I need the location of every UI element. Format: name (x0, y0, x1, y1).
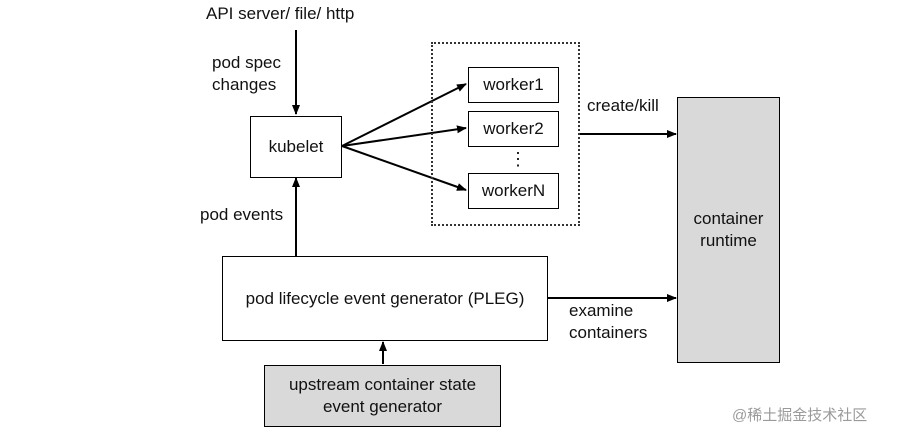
upstream-event-generator-box: upstream container state event generator (264, 365, 501, 427)
worker-ellipsis: ⋮ (509, 149, 527, 169)
pod-spec-label-line2: changes (212, 75, 277, 94)
examine-label-line1: examine (569, 301, 634, 320)
source-label: API server/ file/ http (206, 4, 355, 23)
pleg-box: pod lifecycle event generator (PLEG) (222, 256, 548, 341)
arrow-kubelet-to-worker1 (341, 83, 467, 147)
worker-pool-group (431, 42, 580, 226)
worker2-label: worker2 (483, 119, 544, 138)
create-kill-label: create/kill (587, 96, 659, 115)
container-runtime-box: container runtime (677, 97, 780, 363)
runtime-label-line2: runtime (700, 231, 757, 250)
worker2-box: worker2 (468, 111, 559, 147)
kubelet-label: kubelet (268, 137, 324, 156)
upstream-label-line2: event generator (322, 397, 443, 416)
upstream-label-line1: upstream container state (288, 375, 477, 394)
runtime-label-line1: container (693, 209, 764, 228)
arrow-kubelet-to-worker2 (341, 125, 467, 147)
worker1-box: worker1 (468, 67, 559, 103)
pod-events-label: pod events (200, 205, 284, 224)
pleg-label: pod lifecycle event generator (PLEG) (245, 288, 525, 308)
examine-containers-label: examine containers (569, 300, 647, 344)
worker1-label: worker1 (483, 75, 544, 94)
examine-label-line2: containers (569, 323, 648, 342)
watermark-text: @稀土掘金技术社区 (732, 407, 868, 424)
kubelet-box: kubelet (250, 116, 342, 178)
pod-spec-label-line1: pod spec (212, 53, 281, 72)
workerN-label: workerN (481, 181, 546, 200)
pod-spec-changes-label: pod spec changes (212, 52, 281, 96)
workerN-box: workerN (468, 173, 559, 209)
arrow-kubelet-to-workerN (341, 145, 467, 191)
